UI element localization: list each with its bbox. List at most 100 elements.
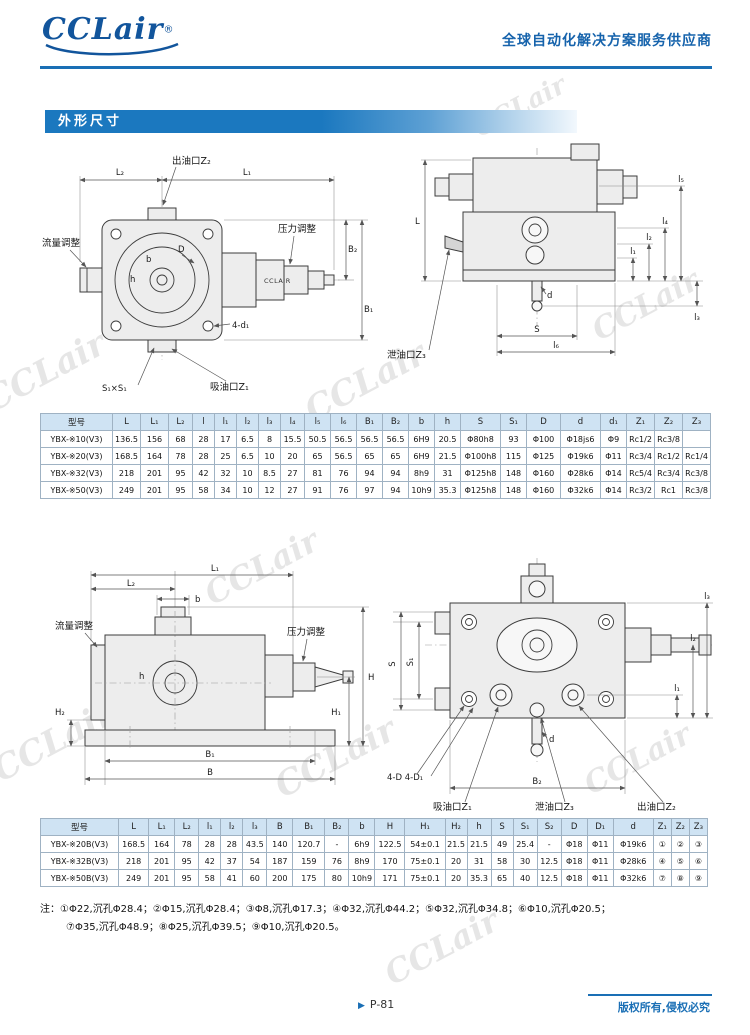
value-cell: Φ125h8 — [460, 481, 501, 499]
column-header: d — [560, 413, 601, 431]
column-header: d — [612, 818, 654, 836]
dim-label-S1: S₁ — [406, 658, 416, 667]
label-suction-port-z1: 吸油口Z₁ — [433, 801, 472, 813]
value-cell: Φ11 — [600, 447, 627, 465]
value-cell: Φ11 — [586, 835, 614, 853]
column-header: L₁ — [140, 413, 169, 431]
value-cell: 65 — [490, 869, 514, 887]
value-cell: 68 — [168, 430, 193, 448]
drawing-side-view: L l₁ l₂ l₄ l₅ l₃ d — [385, 140, 720, 395]
header-rule — [40, 66, 712, 69]
value-cell: 6H9 — [408, 430, 435, 448]
value-cell: Φ32k6 — [560, 481, 601, 499]
value-cell: 21.5 — [466, 835, 492, 853]
dim-label-l2: l₂ — [690, 634, 696, 644]
logo-registered-mark: ® — [163, 24, 174, 36]
value-cell: 12.5 — [536, 852, 562, 870]
column-header: D₁ — [586, 818, 614, 836]
label-suction-port-z1: 吸油口Z₁ — [210, 381, 249, 393]
value-cell: Φ18 — [560, 852, 588, 870]
value-cell: 175 — [292, 869, 326, 887]
column-header: D — [560, 818, 588, 836]
label-drain-port-z3: 泄油口Z₃ — [387, 349, 426, 361]
label-mount-holes: 4-d₁ — [232, 321, 249, 331]
dim-label-h: h — [139, 672, 144, 682]
value-cell: 41 — [220, 869, 244, 887]
column-header: Z₃ — [688, 818, 709, 836]
value-cell: 27 — [280, 481, 305, 499]
value-cell: 28 — [220, 835, 244, 853]
value-cell: 58 — [490, 852, 514, 870]
value-cell: 10 — [236, 464, 259, 482]
value-cell: 49 — [490, 835, 514, 853]
label-drain-port-z3: 泄油口Z₃ — [535, 801, 574, 813]
value-cell: 56.5 — [330, 430, 357, 448]
value-cell: 78 — [168, 447, 193, 465]
model-cell: YBX-※50(V3) — [40, 481, 113, 499]
value-cell: 249 — [112, 481, 141, 499]
header-tagline: 全球自动化解决方案服务供应商 — [502, 33, 712, 49]
model-cell: YBX-※32(V3) — [40, 464, 113, 482]
value-cell: Φ14 — [600, 481, 627, 499]
column-header: Z₁ — [652, 818, 672, 836]
column-header: l₂ — [220, 818, 244, 836]
value-cell: 40 — [512, 869, 538, 887]
column-header: S₂ — [536, 818, 562, 836]
column-header: B₂ — [382, 413, 409, 431]
column-header: h — [434, 413, 461, 431]
value-cell: 21.5 — [444, 835, 468, 853]
column-header: 型号 — [39, 818, 120, 836]
value-cell: 35.3 — [434, 481, 461, 499]
column-header: l — [192, 413, 215, 431]
value-cell: 25.4 — [512, 835, 538, 853]
column-header: b — [348, 818, 376, 836]
value-cell: 42 — [192, 464, 215, 482]
column-header: l₂ — [236, 413, 259, 431]
note-line-2: ⑦Φ35,沉孔Φ48.9；⑧Φ25,沉孔Φ39.5；⑨Φ10,沉孔Φ20.5。 — [66, 921, 345, 933]
column-header: d₁ — [600, 413, 627, 431]
drawing-front-view: L₂ L₁ 出油口Z₂ 流量调整 压力调整 B₂ B₁ CCLAIR 4-d₁ … — [42, 150, 377, 405]
value-cell: 21.5 — [434, 447, 461, 465]
value-cell: 6.5 — [236, 430, 259, 448]
value-cell: 54 — [242, 852, 268, 870]
label-flow-adjust: 流量调整 — [42, 237, 81, 249]
value-cell: Rc1 — [654, 481, 683, 499]
dim-label-H2: H₂ — [55, 708, 65, 718]
column-header: H₂ — [444, 818, 468, 836]
column-header: l₃ — [242, 818, 268, 836]
dim-label-bkey: b — [146, 255, 151, 265]
brand-mark: CCLAIR — [264, 277, 291, 285]
value-cell: 35.3 — [466, 869, 492, 887]
value-cell: 164 — [148, 835, 176, 853]
value-cell: 201 — [148, 852, 176, 870]
value-cell: Rc3/4 — [626, 447, 655, 465]
value-cell: 20.5 — [434, 430, 461, 448]
value-cell: 94 — [356, 464, 383, 482]
page-header: CCLair® 全球自动化解决方案服务供应商 — [40, 12, 712, 64]
model-cell: YBX-※20B(V3) — [39, 835, 120, 853]
label-flow-adjust: 流量调整 — [55, 620, 94, 632]
value-cell: ⑤ — [670, 852, 690, 870]
value-cell: 218 — [118, 852, 150, 870]
page-number: ▶P-81 — [358, 998, 394, 1011]
value-cell: 28 — [192, 430, 215, 448]
value-cell: Rc3/8 — [682, 481, 711, 499]
value-cell: ⑧ — [670, 869, 690, 887]
value-cell: Φ125 — [526, 447, 561, 465]
value-cell: 8 — [258, 430, 281, 448]
value-cell: 200 — [266, 869, 294, 887]
value-cell: Rc3/8 — [654, 430, 683, 448]
value-cell: 156 — [140, 430, 169, 448]
label-pressure-adjust: 压力调整 — [278, 223, 317, 235]
value-cell: 6.5 — [236, 447, 259, 465]
label-mount-holes: 4-D 4-D₁ — [387, 773, 423, 783]
value-cell: Φ32k6 — [612, 869, 654, 887]
value-cell: 37 — [220, 852, 244, 870]
value-cell: Φ160 — [526, 481, 561, 499]
label-pressure-adjust: 压力调整 — [287, 626, 326, 638]
value-cell: 54±0.1 — [404, 835, 446, 853]
dim-label-l1: L₁ — [211, 564, 219, 574]
